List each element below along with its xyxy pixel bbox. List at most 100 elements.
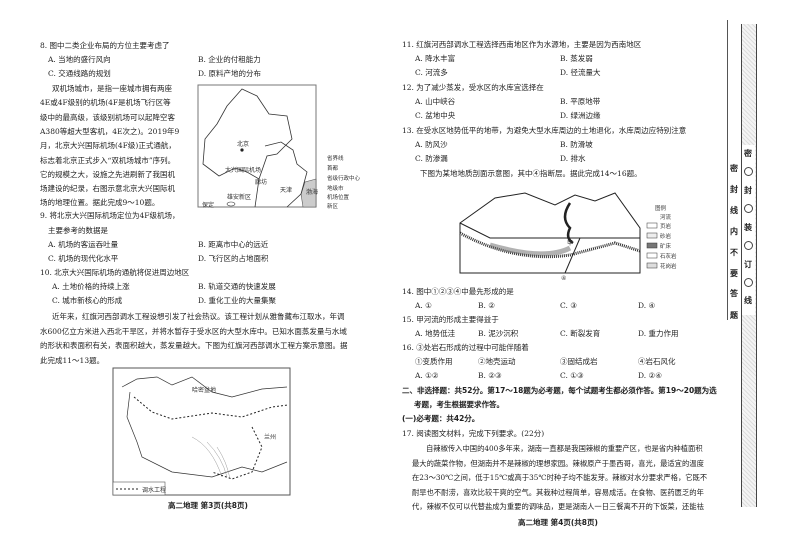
question-stem: 16. ③处岩石形成的过程中可能伴随着 [402,343,529,352]
label-bohai: 渤海 [306,188,318,196]
option-b: B. ②③ [478,371,502,380]
label-jia: 甲 [567,240,573,247]
option-b: B. 距离市中心的远近 [198,240,269,249]
question-stem: 17. 阅读图文材料，完成下列要求。(22分) [402,429,545,438]
option-b: B. 企业的付租能力 [198,55,261,64]
option-a: A. ① [415,301,432,310]
option-d: D. 飞行区的占地面积 [198,254,269,263]
option-b: B. ② [478,301,496,310]
svg-text:首都: 首都 [327,164,339,172]
option-d: D. ④ [638,301,656,310]
beijing-airport-map: 北京 大兴国际机场 廊坊 雄安新区 天津 保定 渤海 省界线 首都 省级行政中心… [197,84,361,209]
question-stem: 9. 将北京大兴国际机场定位为4F级机场， [40,211,180,220]
binding-notice-char: 不 [730,248,738,257]
option-a: A. 山中峡谷 [415,97,456,106]
passage-line: 场的地理位置。据此完成9～10题。 [40,198,160,208]
passage-line: 耐旱也不耐涝，喜欢比较干爽的空气。其栽种过程简单，容易成活。在食物、医药匮乏的年 [412,487,704,497]
page-rule [727,20,728,320]
option-a: A. ①② [415,371,439,380]
svg-text:机场位置: 机场位置 [327,193,350,201]
section-heading-cont: 考题，考生根据要求作答。 [414,400,504,409]
option-a: A. 地势低洼 [415,329,456,338]
passage-line: A380等超大型客机，4E次之)。2019年9 [40,126,180,136]
binding-strip-char: 线 [744,296,752,305]
option-d: D. 重力作用 [638,329,679,338]
question-stem: 12. 为了减少蒸发，受水区的水库宜选择在 [402,83,544,92]
binding-circle-icon [744,167,753,176]
svg-text:省界线: 省界线 [327,154,344,162]
statement-o1: ①变质作用 [415,357,453,366]
option-a: A. 机场的客运吞吐量 [48,240,119,249]
passage-line: 近年来，红旗河西部调水工程设想引发了社会热议。该工程计划从雅鲁藏布江取水，年调 [52,312,345,321]
passage-line: 场建设的纪录，右图示意北京大兴国际机 [40,184,175,194]
map-legend: 省界线 首都 省级行政中心 地级市 机场位置 新区 [327,154,361,209]
option-c: C. 盆地中央 [415,111,456,120]
label-lanzhou: 兰州 [264,433,276,441]
binding-notice-char: 内 [730,227,738,236]
label-tianjin: 天津 [280,187,292,194]
svg-text:砂岩: 砂岩 [660,232,672,240]
option-c: C. 防渗漏 [415,154,448,163]
statement-o3: ③固结成岩 [560,357,598,366]
passage-line: 水600亿立方米进入西北干旱区，并将水暂存于受水区的大型水库中。已知水面蒸发量与… [40,326,347,336]
svg-text:地级市: 地级市 [327,184,344,192]
svg-text:矿床: 矿床 [660,242,672,250]
svg-text:新区: 新区 [327,202,339,209]
page-footer: 高二地理 第4页(共8页) [518,518,598,527]
water-diversion-map: 哈密盆地 兰州 调水工程 [112,367,291,496]
option-a: A. 防风沙 [415,140,448,149]
passage-line: 的形状和表面积有关，表面积越大，蒸发量越大。下图为红旗河西部调水工程方案示意图。… [40,341,348,350]
binding-circle-icon [744,241,753,250]
binding-notice-char: 线 [730,206,738,215]
option-d: D. 原料产地的分布 [198,69,262,78]
label-hami: 哈密盆地 [192,386,216,394]
label-fault: ④ [561,275,566,281]
label-airport: 大兴国际机场 [225,166,261,174]
binding-notice-char: 答 [730,289,738,298]
section-heading: 二、非选择题：共52分。第17～18题为必考题，每个试题考生都必须作答。第19～… [402,386,717,395]
passage-line: 在23～30℃之间，低于15℃或高于35℃时种子均不能发芽。辣椒对水分要求严格，… [412,473,708,482]
question-stem: 15. 甲河流的形成主要得益于 [402,315,499,324]
option-c: C. 交通线路的规划 [48,69,111,78]
option-a: A. 当地的盛行风向 [48,55,111,64]
bohai-sea [300,178,317,208]
map-legend-route: 调水工程 [142,486,166,494]
option-d: D. 绿洲边缘 [560,111,601,120]
diversion-route [133,396,289,480]
binding-circle-icon [744,204,753,213]
svg-text:花岗岩: 花岗岩 [660,262,677,270]
tianjin-boundary [264,141,308,208]
passage-line: 级中的最高级，该级别机场可以起降空客 [40,112,175,122]
geology-section-diagram: 甲 ④ 图例 河流 页岩 砂岩 矿床 石灰岩 花岗岩 [459,192,677,281]
binding-strip-char: 装 [744,223,752,232]
geology-legend: 图例 河流 页岩 砂岩 矿床 石灰岩 花岗岩 [646,204,677,270]
svg-text:石灰岩: 石灰岩 [660,252,677,260]
binding-notice-char: 密 [730,164,738,173]
option-b: B. 防滑坡 [560,140,593,149]
question-stem: 11. 红旗河西部调水工程选择西南地区作为水源地，主要是因为西南地区 [402,40,642,49]
statement-o4: ④岩石风化 [638,357,676,366]
label-beijing: 北京 [237,140,249,148]
option-b: B. 轨道交通的快速发展 [198,282,276,291]
option-b: B. 蒸发弱 [560,54,593,63]
binding-strip-char: 封 [744,186,752,195]
passage-line: 4E或4F级别的机场(4F是机场飞行区等 [40,98,171,108]
option-b: B. 平原地带 [560,97,601,106]
passage-line: 最大的蔬菜作物，但湖南并不是辣椒的理想家园。辣椒原产于墨西哥，喜光，最适宜的温度 [412,458,704,468]
passage-line: 自辣椒传入中国的400多年来，湖南一直都是我国辣椒的重要产区，也是省内种植面积 [426,444,703,453]
option-c: C. 机场的现代化水平 [48,254,119,263]
passage-line: 它的规模之大，设施之先进刷新了我国机 [40,169,175,179]
statement-o2: ②地壳运动 [478,357,516,366]
label-xiongan: 雄安新区 [227,193,251,201]
option-c: C. 城市新核心的形成 [52,296,123,305]
passage-line: 标志着北京正式步入“双机场城市”序列。 [40,155,176,165]
binding-notice-char: 要 [730,269,738,278]
option-a: A. 土地价格的持续上涨 [52,282,130,291]
option-a: A. 降水丰富 [415,54,456,63]
option-b: B. 泥沙沉积 [478,329,519,338]
svg-text:页岩: 页岩 [660,222,672,230]
question-stem: 8. 图中二类企业布局的方位主要考虑了 [40,41,170,50]
option-c: C. ③ [560,301,577,310]
binding-notice-char: 题 [730,311,738,320]
question-stem: 14. 图中①②③④中最先形成的是 [402,287,514,296]
